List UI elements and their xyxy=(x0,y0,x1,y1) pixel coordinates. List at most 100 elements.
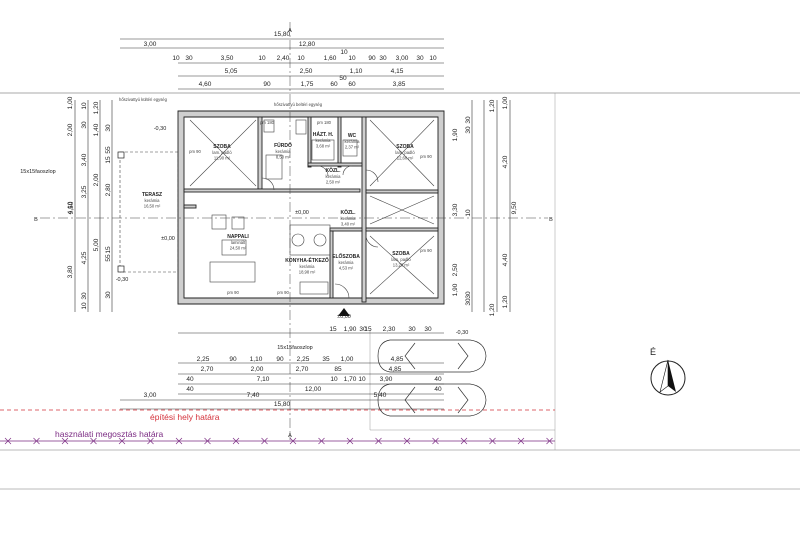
left-dim-col4: 2,80 xyxy=(105,183,112,196)
exterior-walls xyxy=(177,110,445,305)
overall-height-right: 9,50 xyxy=(511,201,518,214)
top-dim-row2: 2,40 xyxy=(277,55,290,62)
room-area: 16,50 m² xyxy=(144,204,161,209)
interior-walls xyxy=(183,116,439,303)
window-label: pm 90 xyxy=(277,290,289,295)
bottom-dim-upper: 1,90 xyxy=(344,326,357,333)
bottom-dim-row2: 85 xyxy=(334,366,342,373)
bottom-dim-row4: 40 xyxy=(186,386,194,393)
boundary-x-mark xyxy=(90,437,97,445)
boundary-x-mark xyxy=(517,437,525,445)
boundary-x-mark xyxy=(403,437,411,445)
bottom-dim-row5: 5,40 xyxy=(374,392,387,399)
left-dim-col1: 10 xyxy=(81,102,88,110)
top-dim-row2: 10 xyxy=(258,55,266,62)
bottom-dim-row3: 3,90 xyxy=(380,376,393,383)
room-floor: lam. padló xyxy=(391,257,411,262)
bottom-dim-row3: 40 xyxy=(186,376,194,383)
bottom-dim-row3: 40 xyxy=(434,376,442,383)
right-dim-col4: 1,20 xyxy=(489,303,496,316)
boundary-x-mark xyxy=(118,437,126,445)
overall-width-top: 15,80 xyxy=(274,31,291,38)
post-bottom-left xyxy=(117,265,125,273)
top-dim-row2: 3,50 xyxy=(221,55,234,62)
boundary-x-mark xyxy=(175,437,183,445)
post-label-bottom: 15x15faoszlop xyxy=(277,345,312,351)
window-label: pm 90 xyxy=(420,154,432,159)
boundary-x-mark xyxy=(204,437,211,445)
left-dim-col1: 3,40 xyxy=(81,153,88,166)
bottom-dim-row3: 10 xyxy=(358,376,366,383)
room-name: TERASZ xyxy=(142,192,162,198)
bottom-dim-row1: 4,85 xyxy=(391,356,404,363)
top-dim-row2: 30 xyxy=(416,55,424,62)
dimension-lines xyxy=(74,38,511,410)
bottom-dim-row1: 35 xyxy=(322,356,330,363)
left-dim-col3: 2,00 xyxy=(93,173,100,186)
north-label: É xyxy=(650,347,656,357)
bottom-dim-upper: 15 xyxy=(364,326,372,333)
bottom-dim-row1: 2,25 xyxy=(197,356,210,363)
right-dim-col3: 30 xyxy=(465,126,472,134)
level-entry: ±0,00 xyxy=(337,314,351,320)
boundary-x-mark xyxy=(4,437,12,445)
boundary-x-mark xyxy=(346,437,354,445)
bottom-dim-upper: 30 xyxy=(408,326,416,333)
room-name: SZOBA xyxy=(396,144,414,150)
boundary-x-mark xyxy=(261,437,268,445)
boundary-x-mark xyxy=(147,437,154,445)
top-dim-row2: 90 xyxy=(368,55,376,62)
room-area: 3,68 m² xyxy=(316,144,331,149)
outdoor-unit-label: hőszivattyú kültéri egység xyxy=(119,97,168,102)
bottom-dim-upper: 30 xyxy=(359,326,367,333)
boundary-x-mark xyxy=(318,437,325,445)
bottom-dim-row3: 10 xyxy=(330,376,338,383)
left-dim-col4: 30 xyxy=(105,291,112,299)
bottom-dim-row2: 2,70 xyxy=(296,366,309,373)
room-name: KÖZL. xyxy=(341,209,357,216)
left-dim-col1: 10 xyxy=(81,302,88,310)
room-floor: kerámia xyxy=(316,138,332,143)
room-area: 2,37 m² xyxy=(345,145,360,150)
usage-division-label: használati megosztás határa xyxy=(55,429,163,439)
window-label: pm 180 xyxy=(260,120,275,125)
top-dim-row2: 30 xyxy=(379,55,387,62)
right-dim-col1: 4,40 xyxy=(502,253,509,266)
top-dim-row3: 5,05 xyxy=(225,68,238,75)
room-floor: kerámia xyxy=(341,216,357,221)
top-dim-row4: 60 xyxy=(348,81,356,88)
room-name: WC xyxy=(348,133,357,139)
top-dim-row2: 10 xyxy=(172,55,180,62)
car-top xyxy=(377,339,487,373)
right-dim-col3: 30 xyxy=(465,291,472,299)
room-area: 2,50 m² xyxy=(326,180,341,185)
room-area: 11,90 m² xyxy=(214,156,231,161)
section-b-left: B xyxy=(34,217,38,223)
left-dim-col2: 1,00 xyxy=(67,96,74,109)
left-dim-col2: 4,10 xyxy=(67,201,74,214)
top-dim-row2: 10 xyxy=(297,55,305,62)
room-floor: kerámia xyxy=(339,260,355,265)
right-dim-col3: 10 xyxy=(465,209,472,217)
post-top-left xyxy=(117,151,125,159)
top-dim-row4: 4,60 xyxy=(199,81,212,88)
window-label: pm 180 xyxy=(317,120,332,125)
boundary-x-mark xyxy=(289,437,297,445)
top-dim-row1: 3,00 xyxy=(144,41,157,48)
boundary-x-mark xyxy=(61,437,69,445)
boundary-x-mark xyxy=(546,437,553,445)
right-dim-col1: 1,20 xyxy=(502,295,509,308)
top-dim-row3: 2,50 xyxy=(300,68,313,75)
top-dim-row4: 3,85 xyxy=(393,81,406,88)
top-dim-row1: 12,80 xyxy=(299,41,316,48)
left-dim-col3: 1,40 xyxy=(93,123,100,136)
right-dim-col4: 1,20 xyxy=(489,99,496,112)
bottom-dim-upper: 30 xyxy=(424,326,432,333)
top-dim-row4: 90 xyxy=(263,81,271,88)
window-label: pm 90 xyxy=(227,290,239,295)
room-floor: kerámia xyxy=(300,264,316,269)
right-dim-col3: 30 xyxy=(465,116,472,124)
building-area-label: építési hely határa xyxy=(150,412,220,422)
top-dim-row4: 60 xyxy=(330,81,338,88)
left-dim-col4: 15 xyxy=(105,246,112,254)
